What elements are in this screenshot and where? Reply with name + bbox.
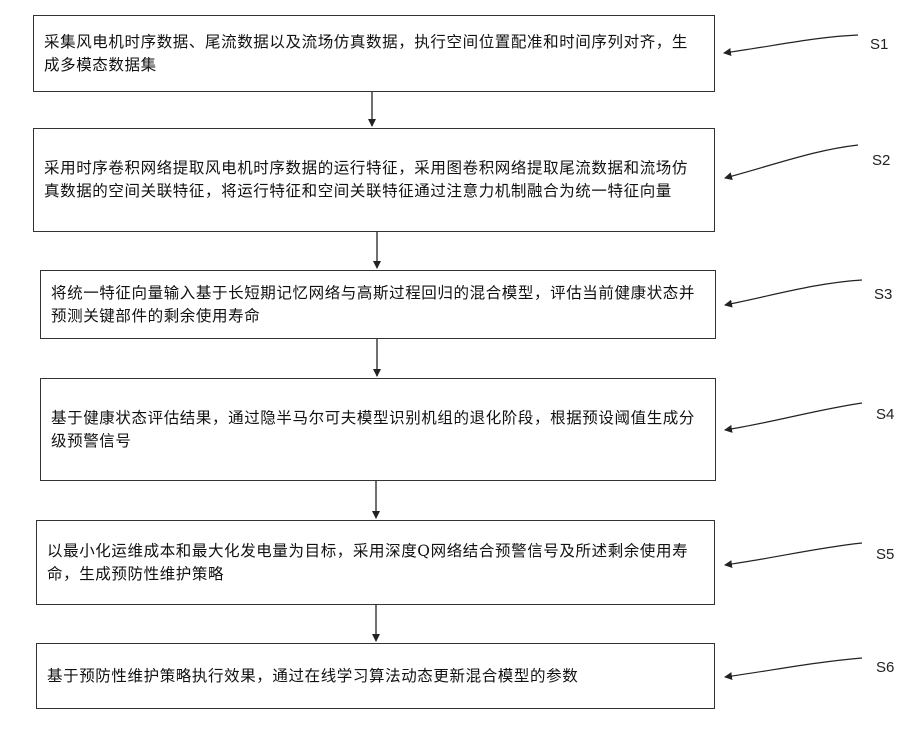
step-label-s3: S3 [874, 286, 892, 303]
leader-line-s5 [725, 543, 862, 565]
step-label-s1: S1 [870, 36, 888, 53]
leader-line-s6 [725, 658, 862, 677]
leader-line-s4 [725, 403, 862, 430]
leader-line-s1 [724, 35, 858, 53]
step-label-s4: S4 [876, 406, 894, 423]
step-label-s6: S6 [876, 659, 894, 676]
step-label-s5: S5 [876, 546, 894, 563]
leader-line-s2 [725, 145, 858, 178]
step-label-s2: S2 [872, 152, 890, 169]
leader-line-s3 [725, 280, 862, 305]
